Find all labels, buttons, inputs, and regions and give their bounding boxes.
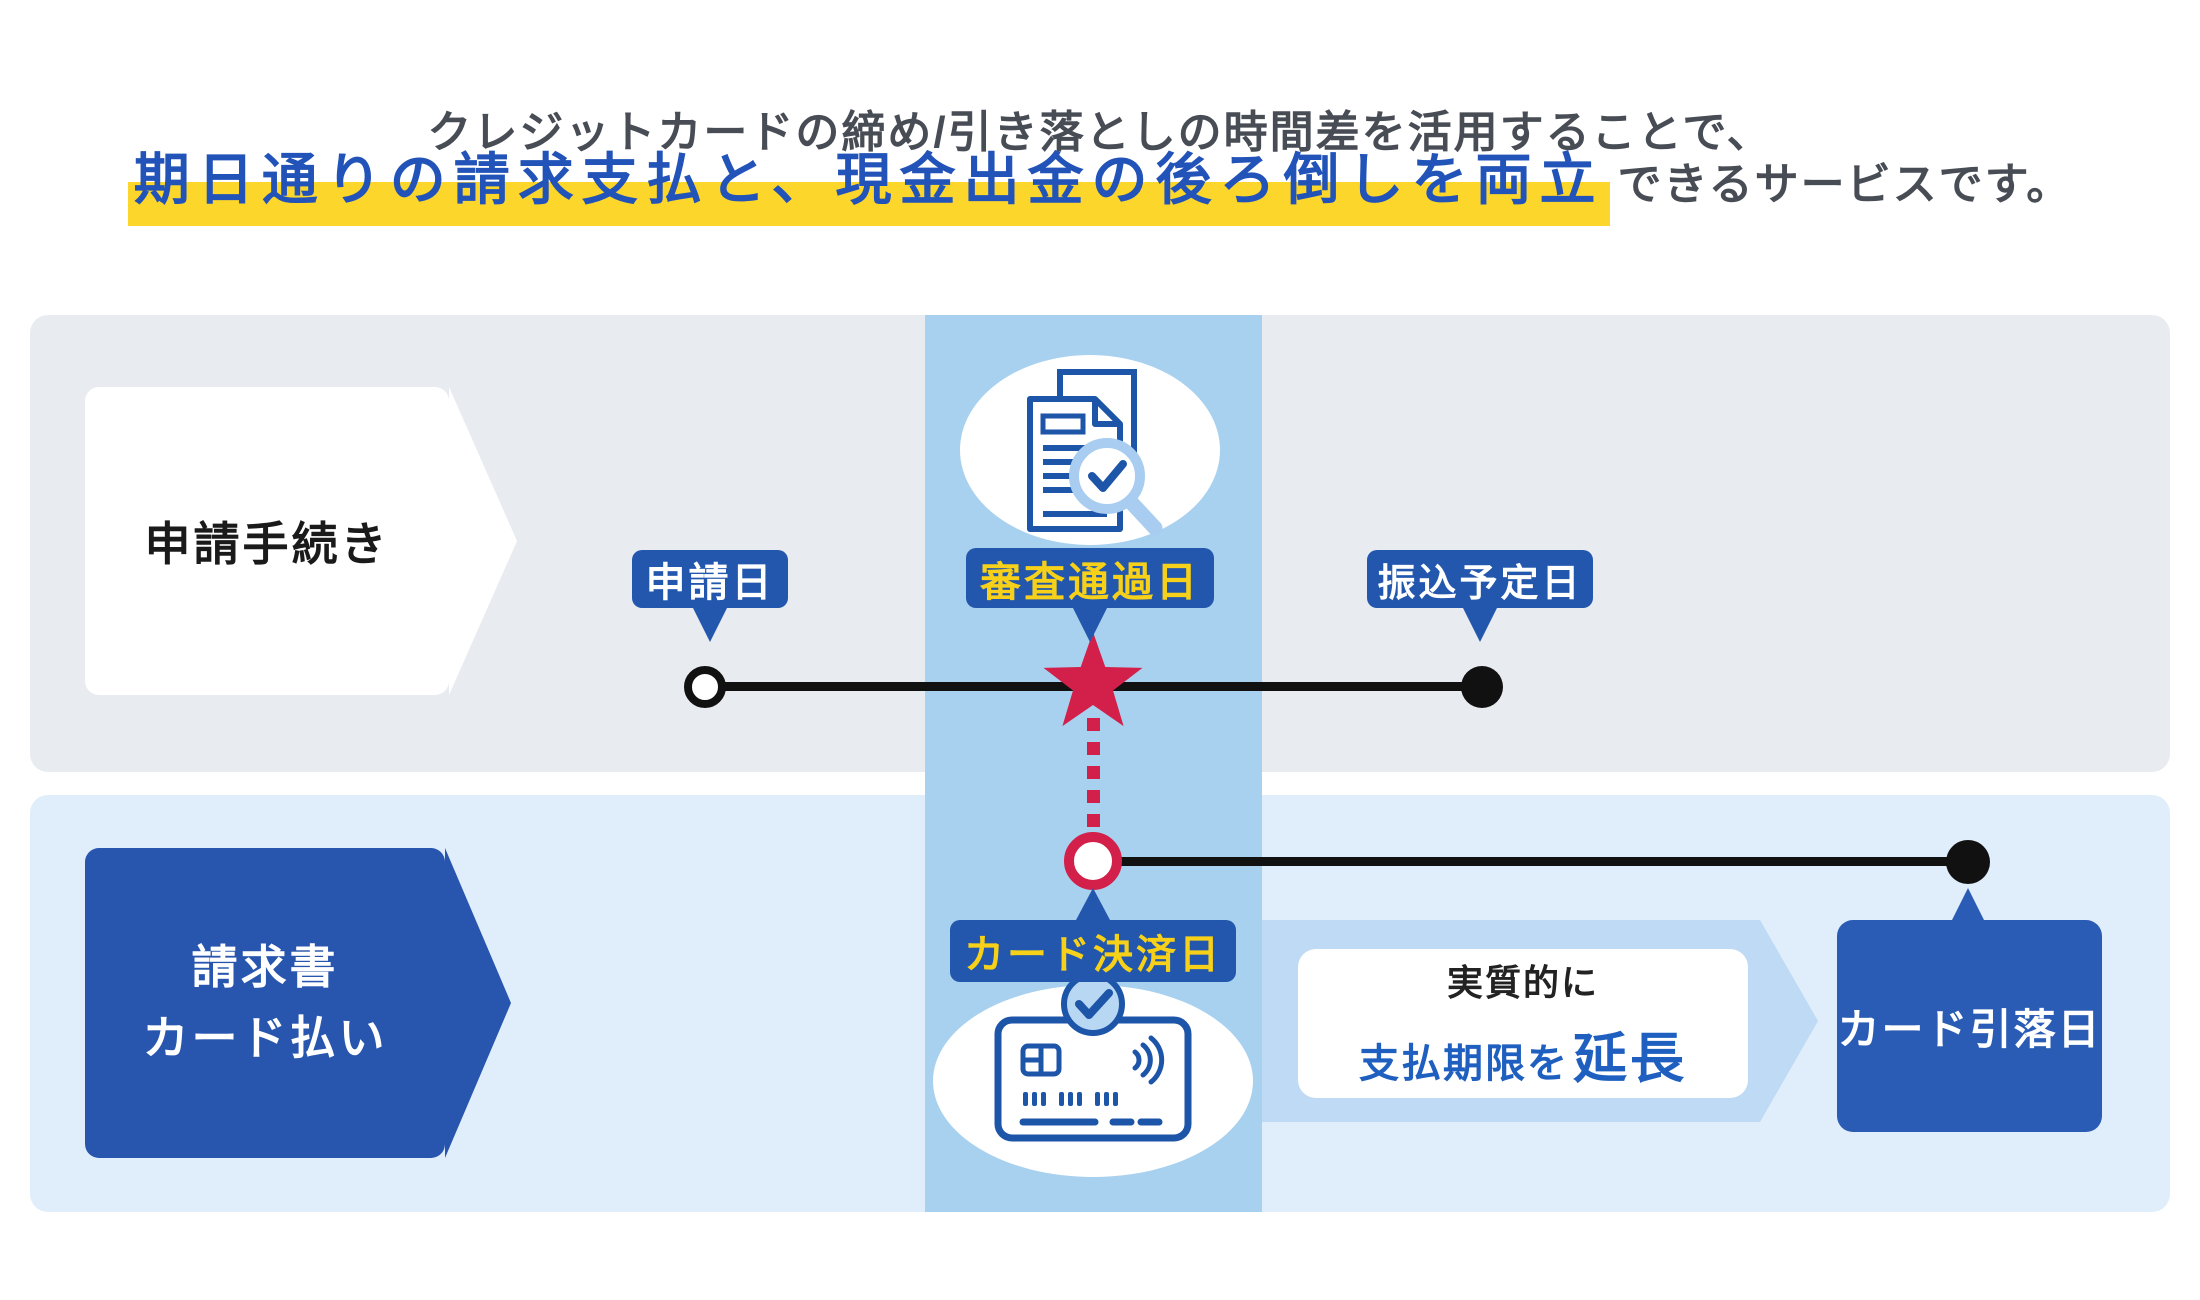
extension-note-prefix: 支払期限を: [1359, 1042, 1569, 1086]
application-date-badge: 申請日: [632, 550, 788, 608]
card-withdrawal-box: カード引落日: [1837, 920, 2102, 1132]
star-icon: [1043, 632, 1143, 727]
extension-note-box: 実質的に 支払期限を 延長: [1298, 949, 1748, 1098]
heading-highlighted-text: 期日通りの請求支払と、現金出金の後ろ倒しを両立: [127, 148, 1610, 227]
screening-passed-badge: 審査通過日: [966, 548, 1214, 608]
credit-card-check-icon: [994, 972, 1192, 1142]
transfer-date-marker: [1461, 666, 1503, 708]
card-settlement-badge: カード決済日: [950, 920, 1236, 982]
heading-line2: 期日通りの請求支払と、現金出金の後ろ倒しを両立 できるサービスです。: [0, 148, 2200, 227]
bottom-lane-title-line2: カード払い: [142, 1012, 388, 1064]
top-lane-title: 申請手続き: [144, 518, 390, 570]
card-settlement-marker: [1064, 832, 1122, 890]
extension-note-line2: 支払期限を 延長: [1359, 1014, 1687, 1093]
bottom-lane-arrow-tip: [445, 848, 511, 1158]
document-magnifier-check-icon: [1027, 369, 1163, 536]
dotted-connector: [1087, 718, 1100, 830]
extension-note-line1: 実質的に: [1446, 962, 1599, 1003]
timeline-bottom: [1093, 857, 1968, 866]
transfer-scheduled-label: 振込予定日: [1377, 562, 1583, 605]
bottom-lane-label-arrow: 請求書 カード払い: [85, 848, 445, 1158]
extension-note-emphasis: 延長: [1573, 1029, 1687, 1089]
screening-passed-label: 審査通過日: [980, 559, 1200, 605]
bottom-lane-title-line1: 請求書: [191, 940, 339, 993]
application-date-label: 申請日: [645, 561, 775, 605]
card-withdrawal-label: カード引落日: [1837, 1005, 2102, 1053]
extension-arrow-tip: [1760, 920, 1818, 1122]
application-date-marker: [684, 666, 726, 708]
top-lane-arrow-tip: [449, 387, 517, 695]
card-settlement-label: カード決済日: [964, 933, 1222, 977]
withdrawal-box-tail: [1951, 888, 1985, 922]
heading-rest-text: できるサービスです。: [1617, 160, 2073, 209]
transfer-scheduled-badge: 振込予定日: [1367, 550, 1593, 608]
top-lane-label-arrow: 申請手続き: [85, 387, 449, 695]
card-withdrawal-marker: [1946, 840, 1990, 884]
